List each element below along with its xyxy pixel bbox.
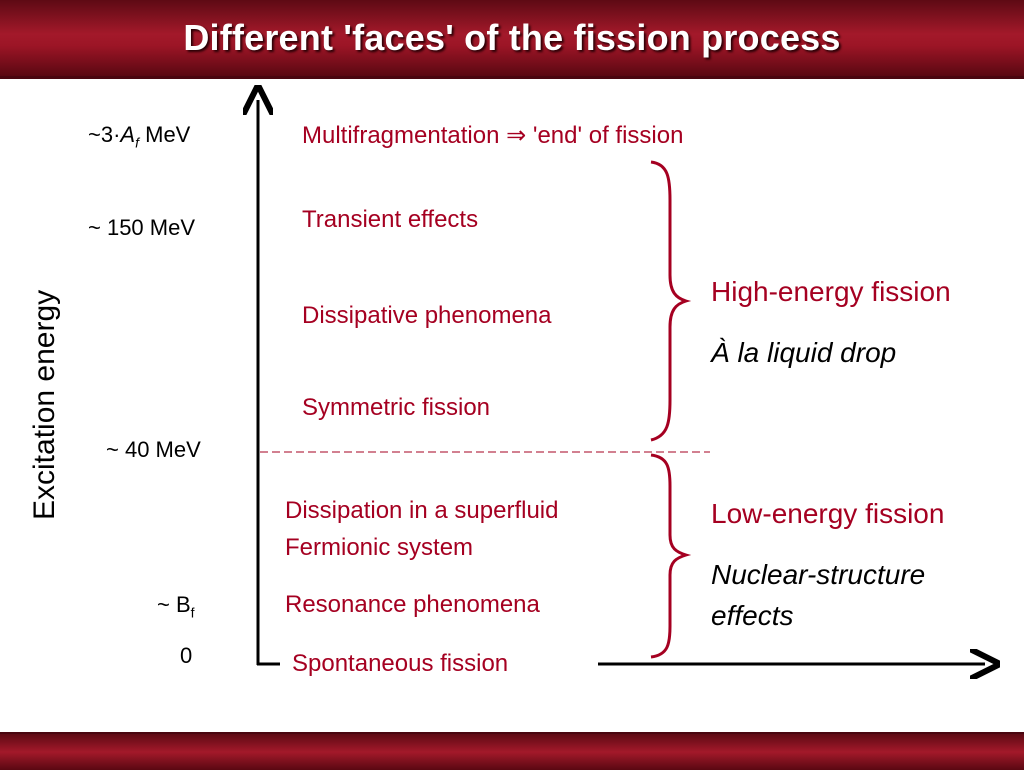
- phenomenon-superfluid-line2: Fermionic system: [285, 534, 474, 561]
- low-energy-brace: [650, 453, 692, 659]
- phenomenon-superfluid-line1: Dissipation in a superfluid: [285, 497, 559, 524]
- group-low-energy-desc-line1: Nuclear-structure: [711, 559, 926, 590]
- phenomenon-dissipative: Dissipative phenomena: [302, 302, 552, 329]
- high-energy-brace: [650, 160, 692, 442]
- group-low-energy: Low-energy fission: [711, 498, 945, 529]
- title-bar: Different 'faces' of the fission process: [0, 0, 1024, 79]
- group-high-energy: High-energy fission: [711, 276, 951, 307]
- energy-label-bf: ~ Bf: [157, 592, 195, 621]
- phenomenon-symmetric: Symmetric fission: [302, 394, 491, 421]
- phenomenon-multifragmentation: Multifragmentation ⇒ 'end' of fission: [302, 122, 684, 149]
- energy-label-top: ~3·Af MeV: [88, 122, 191, 151]
- group-high-energy-desc: À la liquid drop: [711, 337, 897, 368]
- phenomenon-resonance: Resonance phenomena: [285, 591, 540, 618]
- energy-label-zero: 0: [180, 643, 193, 668]
- group-low-energy-desc-line2: effects: [711, 600, 794, 631]
- y-axis-label: Excitation energy: [28, 289, 61, 520]
- slide-title: Different 'faces' of the fission process: [183, 17, 841, 58]
- energy-label-150: ~ 150 MeV: [88, 215, 196, 240]
- energy-label-40: ~ 40 MeV: [106, 437, 201, 462]
- phenomenon-spontaneous: Spontaneous fission: [292, 650, 509, 677]
- phenomenon-transient: Transient effects: [302, 206, 479, 233]
- footer-bar: [0, 732, 1024, 770]
